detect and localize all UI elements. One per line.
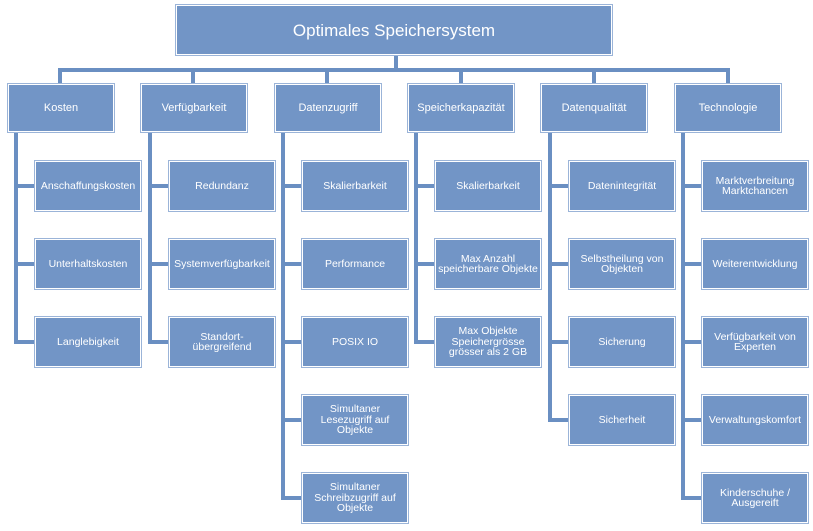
category-datenzugriff: Datenzugriff [275, 84, 381, 132]
column-spine [414, 132, 418, 343]
cat-connector [592, 68, 596, 84]
cat-connector [726, 68, 730, 84]
column-spine [548, 132, 552, 421]
item-connector [148, 340, 169, 344]
item-redundanz: Redundanz [169, 161, 275, 211]
item-weiterentwicklung: Weiterentwicklung [702, 239, 808, 289]
column-spine [14, 132, 18, 343]
item-max-anzahl-objekte: Max Anzahl speicherbare Objekte [435, 239, 541, 289]
cat-connector [459, 68, 463, 84]
column-spine [148, 132, 152, 343]
item-connector [281, 418, 302, 422]
item-selbstheilung: Selbstheilung von Objekten [569, 239, 675, 289]
item-connector [281, 340, 302, 344]
item-connector [281, 184, 302, 188]
item-connector [681, 262, 702, 266]
item-connector [148, 184, 169, 188]
item-connector [414, 184, 435, 188]
item-unterhaltskosten: Unterhaltskosten [35, 239, 141, 289]
item-connector [548, 418, 569, 422]
root-connector [394, 54, 398, 72]
item-simultaner-lesezugriff: Simultaner Lesezugriff auf Objekte [302, 395, 408, 445]
item-connector [681, 496, 702, 500]
item-connector [281, 496, 302, 500]
item-connector [548, 340, 569, 344]
item-standort-uebergreifend: Standort-übergreifend [169, 317, 275, 367]
category-bus [58, 68, 730, 72]
item-connector [681, 340, 702, 344]
item-connector [414, 340, 435, 344]
item-connector [14, 184, 35, 188]
column-spine [681, 132, 685, 499]
item-connector [281, 262, 302, 266]
item-connector [681, 418, 702, 422]
item-sicherheit: Sicherheit [569, 395, 675, 445]
item-sicherung: Sicherung [569, 317, 675, 367]
root-node: Optimales Speichersystem [176, 5, 612, 55]
category-speicherkapazitaet: Speicherkapazität [408, 84, 514, 132]
cat-connector [191, 68, 195, 84]
item-skalierbarkeit: Skalierbarkeit [302, 161, 408, 211]
item-datenintegritaet: Datenintegrität [569, 161, 675, 211]
item-langlebigkeit: Langlebigkeit [35, 317, 141, 367]
item-kinderschuhe: Kinderschuhe / Ausgereift [702, 473, 808, 523]
category-datenqualitaet: Datenqualität [541, 84, 647, 132]
item-systemverfuegbarkeit: Systemverfügbarkeit [169, 239, 275, 289]
item-verfuegbarkeit-experten: Verfügbarkeit von Experten [702, 317, 808, 367]
column-spine [281, 132, 285, 499]
item-connector [414, 262, 435, 266]
category-technologie: Technologie [675, 84, 781, 132]
item-posix-io: POSIX IO [302, 317, 408, 367]
item-verwaltungskomfort: Verwaltungskomfort [702, 395, 808, 445]
item-connector [14, 262, 35, 266]
item-anschaffungskosten: Anschaffungskosten [35, 161, 141, 211]
item-connector [548, 262, 569, 266]
cat-connector [58, 68, 62, 84]
item-performance: Performance [302, 239, 408, 289]
item-connector [14, 340, 35, 344]
cat-connector [325, 68, 329, 84]
item-marktverbreitung: Marktverbreitung Marktchancen [702, 161, 808, 211]
item-connector [148, 262, 169, 266]
item-connector [681, 184, 702, 188]
category-verfuegbarkeit: Verfügbarkeit [141, 84, 247, 132]
category-kosten: Kosten [8, 84, 114, 132]
item-max-objekte-speichergroesse: Max Objekte Speichergrösse grösser als 2… [435, 317, 541, 367]
item-simultaner-schreibzugriff: Simultaner Schreibzugriff auf Objekte [302, 473, 408, 523]
item-skalierbarkeit-kapazitaet: Skalierbarkeit [435, 161, 541, 211]
item-connector [548, 184, 569, 188]
